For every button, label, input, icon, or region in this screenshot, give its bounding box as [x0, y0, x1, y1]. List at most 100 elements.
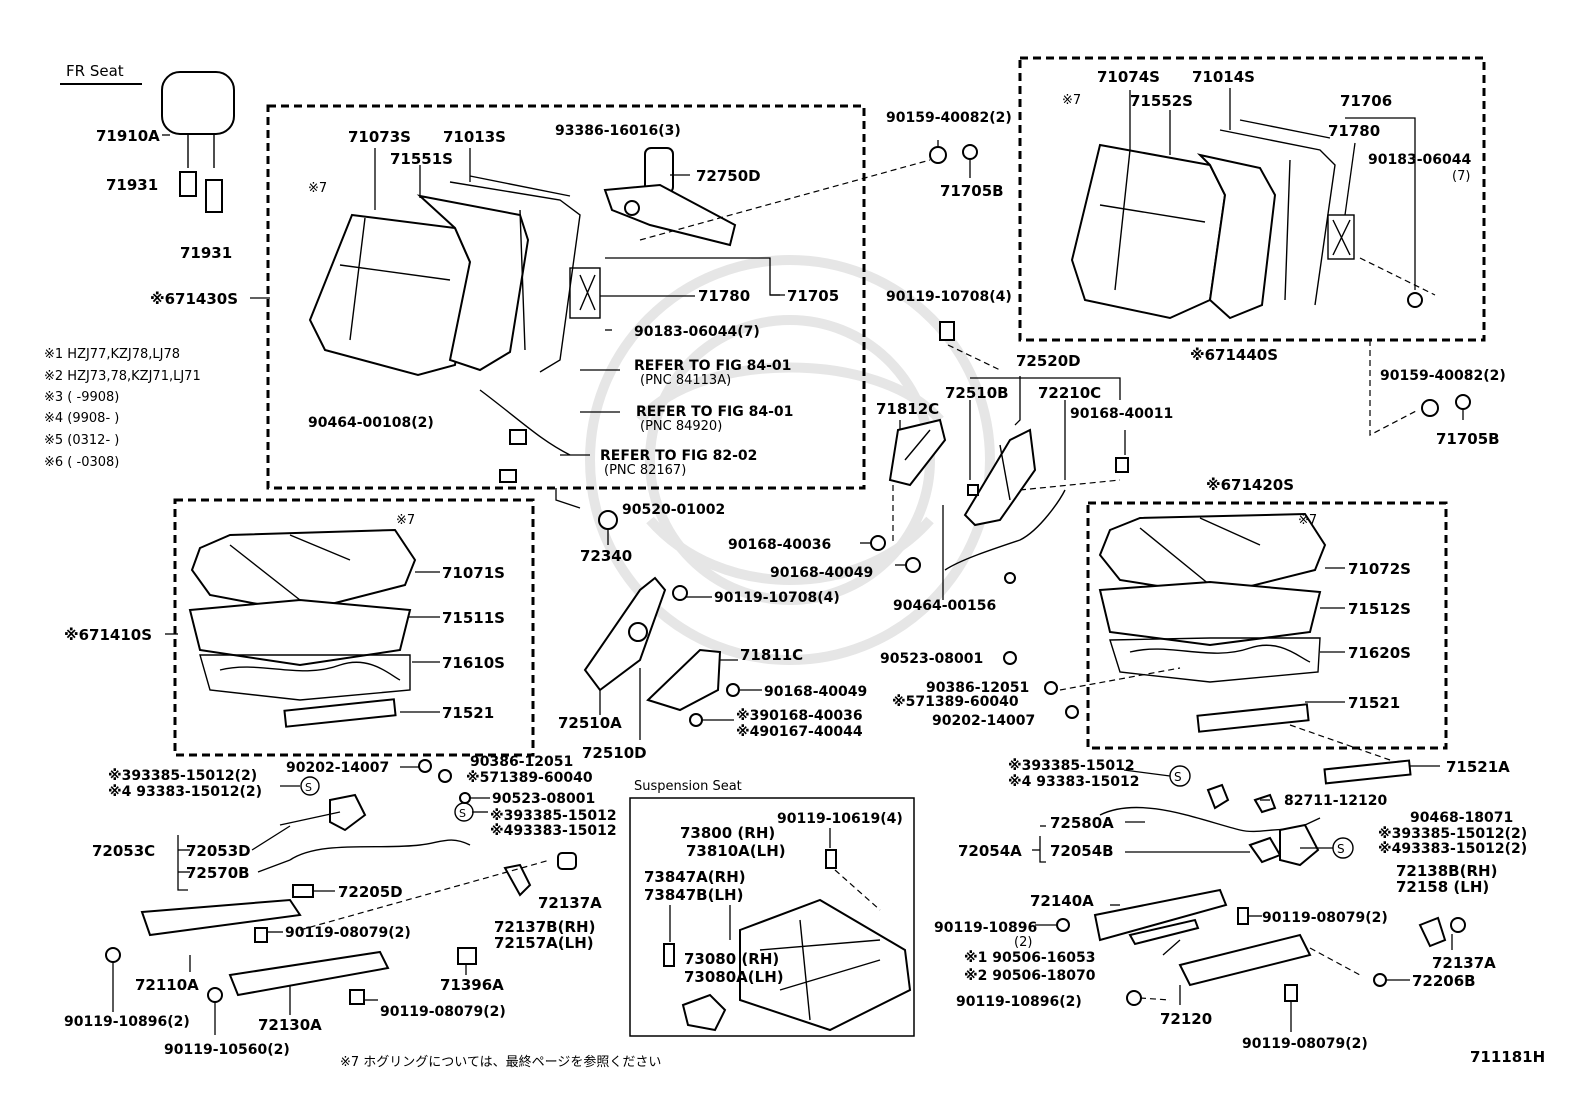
label-90386-right: 90386-12051: [926, 680, 1029, 696]
diagram-id: 711181H: [1470, 1048, 1545, 1066]
label-71389-right: ※571389-60040: [892, 694, 1019, 710]
label-72158: 72158 (LH): [1396, 878, 1489, 896]
label-72110A: 72110A: [135, 976, 199, 994]
label-71512S: 71512S: [1348, 600, 1411, 618]
suspension-seat-leaders: [669, 828, 881, 942]
label-90468: 90468-18071: [1410, 810, 1513, 826]
label-93383-right: ※4 93383-15012: [1008, 774, 1139, 790]
section-title: FR Seat: [66, 62, 124, 80]
label-71014S: 71014S: [1192, 68, 1255, 86]
right-cushion-drawing: [1098, 512, 1327, 733]
label-90119-08079-a: 90119-08079(2): [285, 925, 411, 941]
label-90202-right: 90202-14007: [932, 713, 1035, 729]
label-90168-40036-center: 90168-40036: [728, 537, 831, 553]
label-90167-40044: ※490167-40044: [736, 724, 863, 740]
label-71931-a: 71931: [106, 176, 158, 194]
label-90464-00156: 90464-00156: [893, 598, 996, 614]
label-71610S: 71610S: [442, 654, 505, 672]
ref-pnc-84113A: (PNC 84113A): [640, 373, 731, 388]
label-90183-left: 90183-06044(7): [634, 324, 760, 340]
label-73810A: 73810A(LH): [686, 842, 786, 860]
right-seatback-drawing: [1070, 119, 1423, 320]
left-box-leaders: [162, 134, 785, 509]
ref-fig-84-01-a: REFER TO FIG 84-01: [634, 358, 791, 374]
fr-seat-back-box: [266, 104, 866, 490]
label-71552S: 71552S: [1130, 92, 1193, 110]
svg-text:S: S: [459, 807, 466, 820]
label-93385-left: ※393385-15012(2): [108, 768, 257, 784]
ref-fig-84-01-b: REFER TO FIG 84-01: [636, 404, 793, 420]
x7-marker-d: ※7: [1298, 513, 1317, 528]
label-90464-left: 90464-00108(2): [308, 415, 434, 431]
label-71620S: 71620S: [1348, 644, 1411, 662]
label-90506-18070: ※2 90506-18070: [964, 968, 1096, 984]
label-90119-10896-right: 90119-10896: [934, 920, 1037, 936]
label-93383-left-b: ※493383-15012: [490, 823, 617, 839]
legend-item-3: ※3 ( -9908): [44, 390, 119, 405]
label-73847B: 73847B(LH): [644, 886, 743, 904]
label-71780-left: 71780: [698, 287, 750, 305]
label-90386-left: 90386-12051: [470, 754, 573, 770]
label-72157A-left: 72157A(LH): [494, 934, 594, 952]
label-71931-b: 71931: [180, 244, 232, 262]
rear-seat-cushion-box: [1086, 501, 1448, 750]
label-90119-10619: 90119-10619(4): [777, 811, 903, 827]
legend-item-2: ※2 HZJ73,78,KZJ71,LJ71: [44, 369, 201, 384]
right-adjuster-drawing: S S: [1056, 765, 1466, 1006]
label-71521-left: 71521: [442, 704, 494, 722]
label-73080A: 73080A(LH): [684, 968, 784, 986]
legend: ※1 HZJ77,KZJ78,LJ78 ※2 HZJ73,78,KZJ71,LJ…: [44, 347, 201, 470]
label-90119-08079-bottom: 90119-08079(2): [1242, 1036, 1368, 1052]
label-71551S: 71551S: [390, 150, 453, 168]
label-90119-10708-center: 90119-10708(4): [886, 289, 1012, 305]
suspension-seat-title: Suspension Seat: [634, 779, 742, 794]
label-71420S: ※671420S: [1206, 476, 1294, 494]
lumbar-support-drawing: [603, 147, 737, 247]
suspension-seat-drawing: [663, 849, 912, 1032]
label-93385-right: ※393385-15012: [1008, 758, 1135, 774]
label-90119-08079-b: 90119-08079(2): [380, 1004, 506, 1020]
right-box-leaders: [1129, 88, 1464, 436]
label-90168-40036-lower: ※390168-40036: [736, 708, 863, 724]
label-71521-right: 71521: [1348, 694, 1400, 712]
label-90159-center: 90159-40082(2): [886, 110, 1012, 126]
label-90119-10560: 90119-10560(2): [164, 1042, 290, 1058]
legend-item-4: ※4 (9908- ): [44, 411, 119, 426]
label-71389-left: ※571389-60040: [466, 770, 593, 786]
right-mid-fasteners: [1003, 651, 1079, 719]
label-71706: 71706: [1340, 92, 1392, 110]
x7-marker-b: ※7: [396, 513, 415, 528]
label-72137A-left: 72137A: [538, 894, 602, 912]
label-90183-right: 90183-06044: [1368, 152, 1471, 168]
footnote-hog-ring: ※7 ホグリングについては、最終ページを参照ください: [340, 1054, 661, 1070]
right-fasteners: [1421, 394, 1471, 417]
headrest-drawing: [161, 71, 235, 213]
label-93385-left-b: ※393385-15012: [490, 808, 617, 824]
strip-71521A: [1323, 759, 1412, 785]
ref-fig-82-02: REFER TO FIG 82-02: [600, 448, 757, 464]
label-71910A: 71910A: [96, 127, 160, 145]
label-72750D: 72750D: [696, 167, 761, 185]
suspension-seat-box: [629, 797, 915, 1037]
ref-pnc-82167: (PNC 82167): [604, 463, 686, 478]
center-leaders: [599, 140, 1126, 740]
x7-marker-a: ※7: [308, 181, 327, 196]
label-90119-10896-bottom: 90119-10896(2): [956, 994, 1082, 1010]
fr-seat-cushion-box: [173, 498, 535, 757]
label-72054B: 72054B: [1050, 842, 1114, 860]
label-72054A: 72054A: [958, 842, 1022, 860]
label-90523-right: 90523-08001: [880, 651, 983, 667]
label-90183-right-qty: (7): [1452, 169, 1470, 184]
center-drawing: [583, 144, 1129, 727]
label-90119-10896-right-qty: (2): [1014, 935, 1032, 950]
left-adjuster-leaders: [112, 766, 551, 1035]
svg-text:S: S: [1174, 770, 1182, 784]
label-72580A: 72580A: [1050, 814, 1114, 832]
label-71071S: 71071S: [442, 564, 505, 582]
label-90168-40011: 90168-40011: [1070, 406, 1173, 422]
label-72137B-left: 72137B(RH): [494, 918, 595, 936]
label-72130A: 72130A: [258, 1016, 322, 1034]
label-72053D: 72053D: [186, 842, 251, 860]
label-71521A: 71521A: [1446, 758, 1510, 776]
label-71073S: 71073S: [348, 128, 411, 146]
